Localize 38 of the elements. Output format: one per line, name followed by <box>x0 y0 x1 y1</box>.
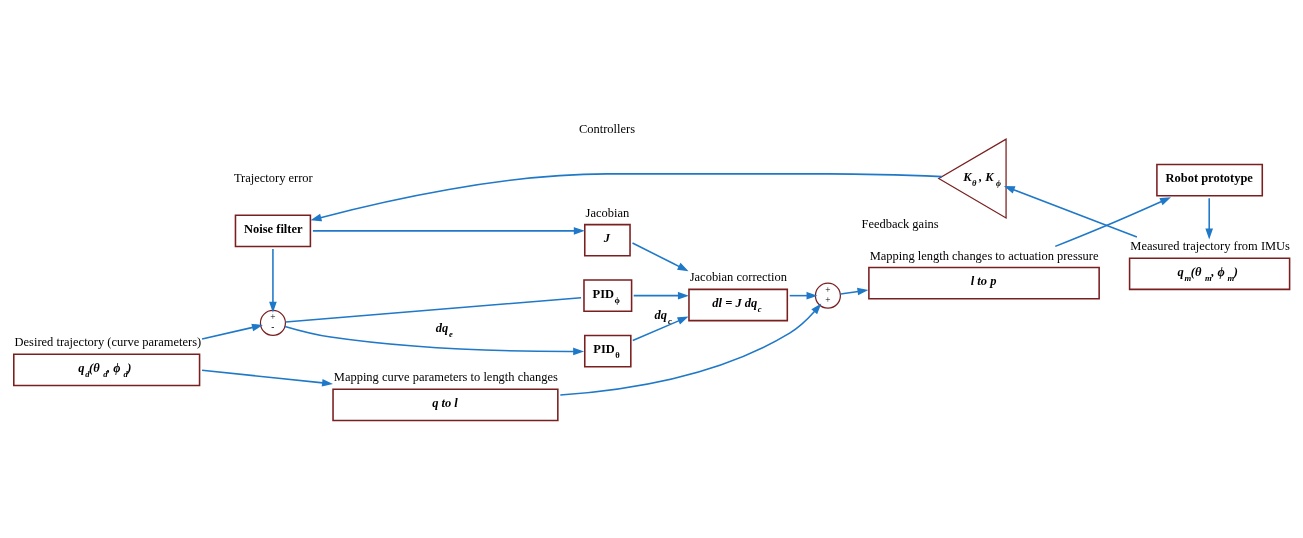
node-box: dl = J dq$_{c}$ <box>688 288 789 321</box>
arrow <box>632 291 689 299</box>
label: Trajectory error <box>233 170 313 185</box>
node-label: Mapping curve parameters to length changes <box>333 369 558 384</box>
node-box: Noise filter <box>234 213 312 247</box>
node-box: q$_{d}$(θ$_{d}$, ϕ$_{d}$) <box>13 352 201 386</box>
arrow <box>201 323 263 340</box>
node-label: Jacobian correction <box>689 269 788 284</box>
arrow <box>631 241 689 271</box>
node-box: l to p <box>868 266 1100 300</box>
arrow <box>1205 196 1214 239</box>
node-box: q$_{m}$(θ$_{m}$, ϕ$_{m}$) <box>1128 256 1291 290</box>
edge-label: dq$_{c}$ <box>654 307 672 326</box>
node-box: J <box>584 223 631 257</box>
arrow <box>269 247 277 313</box>
arrow <box>310 172 943 221</box>
node-box: PID$_{θ}$ <box>584 334 632 367</box>
node-box: Robot prototype <box>1156 163 1264 196</box>
arrow <box>1003 185 1138 238</box>
edge-label: dq$_{e}$ <box>435 320 453 339</box>
arrow <box>559 302 822 396</box>
node-label: Jacobian <box>585 205 630 220</box>
node-circle: + - <box>259 309 287 336</box>
node-label: Measured trajectory from IMUs <box>1130 238 1290 253</box>
arrow <box>284 325 585 355</box>
node-label: Desired trajectory (curve parameters) <box>14 334 202 349</box>
arrow <box>839 287 869 295</box>
node-label: Mapping length changes to actuation pressure <box>869 248 1099 263</box>
arrow <box>1054 196 1171 247</box>
arrow <box>201 369 333 387</box>
arrow <box>632 316 689 341</box>
connector <box>284 296 582 323</box>
node-box: PID$_{ϕ}$ <box>583 278 633 312</box>
label: Controllers <box>578 121 636 136</box>
node-box: q to l <box>332 388 559 421</box>
node-circle: + + <box>814 282 841 309</box>
arrow <box>312 226 585 235</box>
node-label: Feedback gains <box>861 216 939 231</box>
